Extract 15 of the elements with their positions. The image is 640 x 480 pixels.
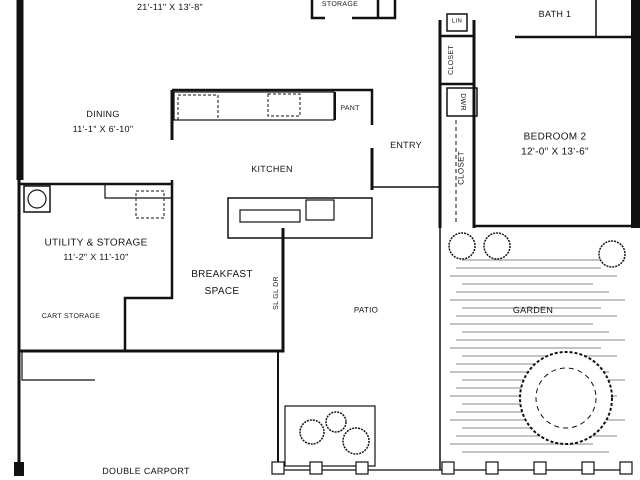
room-label: PATIO [354, 306, 378, 316]
room-label: BREAKFAST SPACE [190, 268, 254, 299]
room-label: UTILITY & STORAGE [44, 238, 148, 248]
room-label: 11'-2" X 11'-10" [63, 253, 129, 263]
room-label: DOUBLE CARPORT [102, 467, 190, 477]
room-label: DINING [86, 110, 120, 120]
room-label: BATH 1 [538, 10, 572, 20]
room-label: BEDROOM 2 [524, 132, 586, 142]
room-label: ENTRY [390, 141, 422, 151]
room-label: 11'-1" X 6'-10" [72, 125, 134, 135]
room-label: KITCHEN [251, 165, 293, 175]
room-label: 21'-11" X 13'-8" [137, 3, 203, 13]
room-label: GARDEN [512, 306, 554, 316]
room-label: CLOSET [458, 151, 466, 185]
room-label: 12'-0" X 13'-6" [521, 146, 589, 158]
